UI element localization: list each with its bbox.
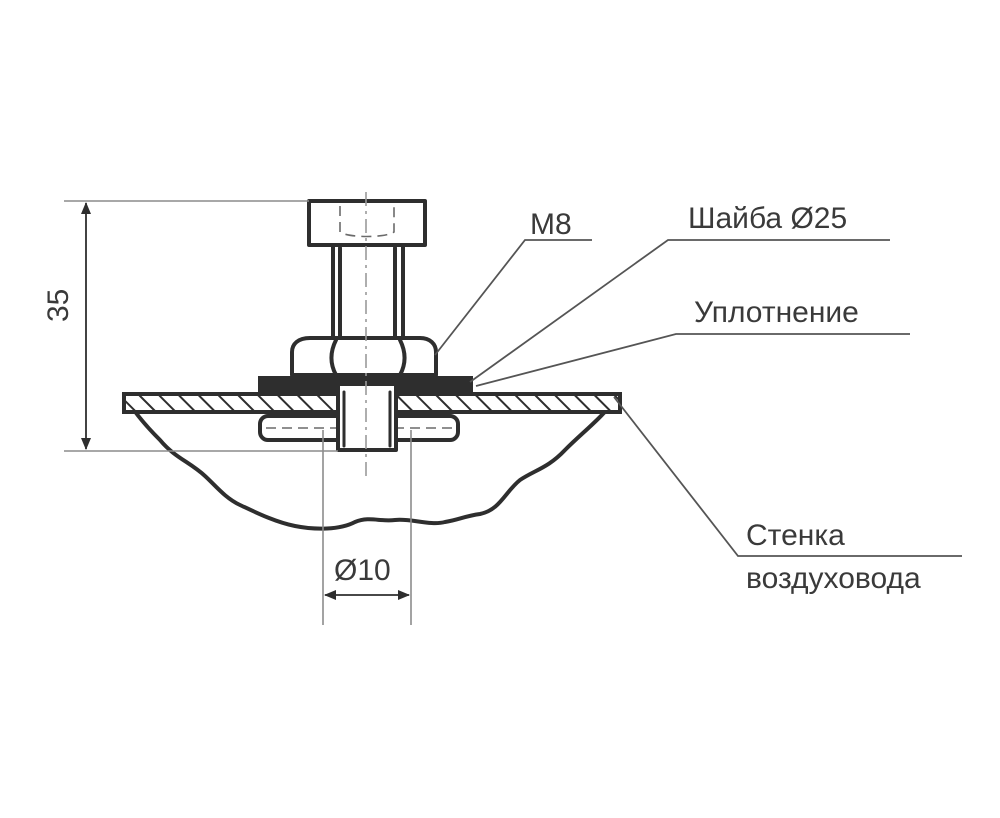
label-wall-line2: воздуховода <box>746 562 921 595</box>
bolt-head-hidden <box>339 206 395 238</box>
label-height: 35 <box>42 289 75 322</box>
label-wall-line1: Стенка <box>746 519 845 552</box>
leader-seal <box>475 333 910 387</box>
bolt-end <box>336 382 398 452</box>
hex-nut-face <box>329 338 407 377</box>
label-seal: Уплотнение <box>694 296 859 329</box>
leader-washer <box>469 239 890 383</box>
label-washer: Шайба Ø25 <box>688 202 847 235</box>
bolt-head <box>307 199 427 247</box>
leader-wall <box>613 396 962 557</box>
label-hole: Ø10 <box>334 554 391 587</box>
label-m8: M8 <box>530 208 572 241</box>
hex-nut <box>290 336 438 377</box>
duct-wall-outline <box>122 392 622 531</box>
leader-m8 <box>434 239 592 356</box>
